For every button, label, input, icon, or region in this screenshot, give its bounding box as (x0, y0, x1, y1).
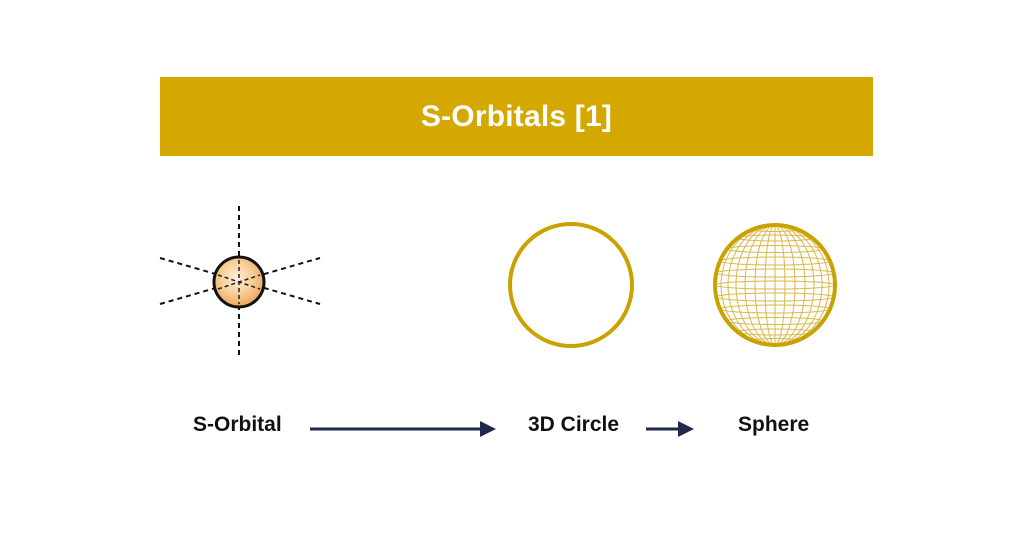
s-orbital-icon (159, 206, 321, 358)
title-banner: S-Orbitals [1] (160, 77, 873, 156)
sphere-label: Sphere (738, 413, 810, 436)
s-orbital-label: S-Orbital (193, 413, 282, 436)
right-arrow-icon (310, 421, 496, 437)
right-arrow-icon (646, 421, 694, 437)
3d-circle-label: 3D Circle (528, 413, 620, 436)
page-title: S-Orbitals [1] (420, 99, 613, 133)
circle-icon (508, 222, 634, 348)
sphere-icon (713, 223, 837, 347)
